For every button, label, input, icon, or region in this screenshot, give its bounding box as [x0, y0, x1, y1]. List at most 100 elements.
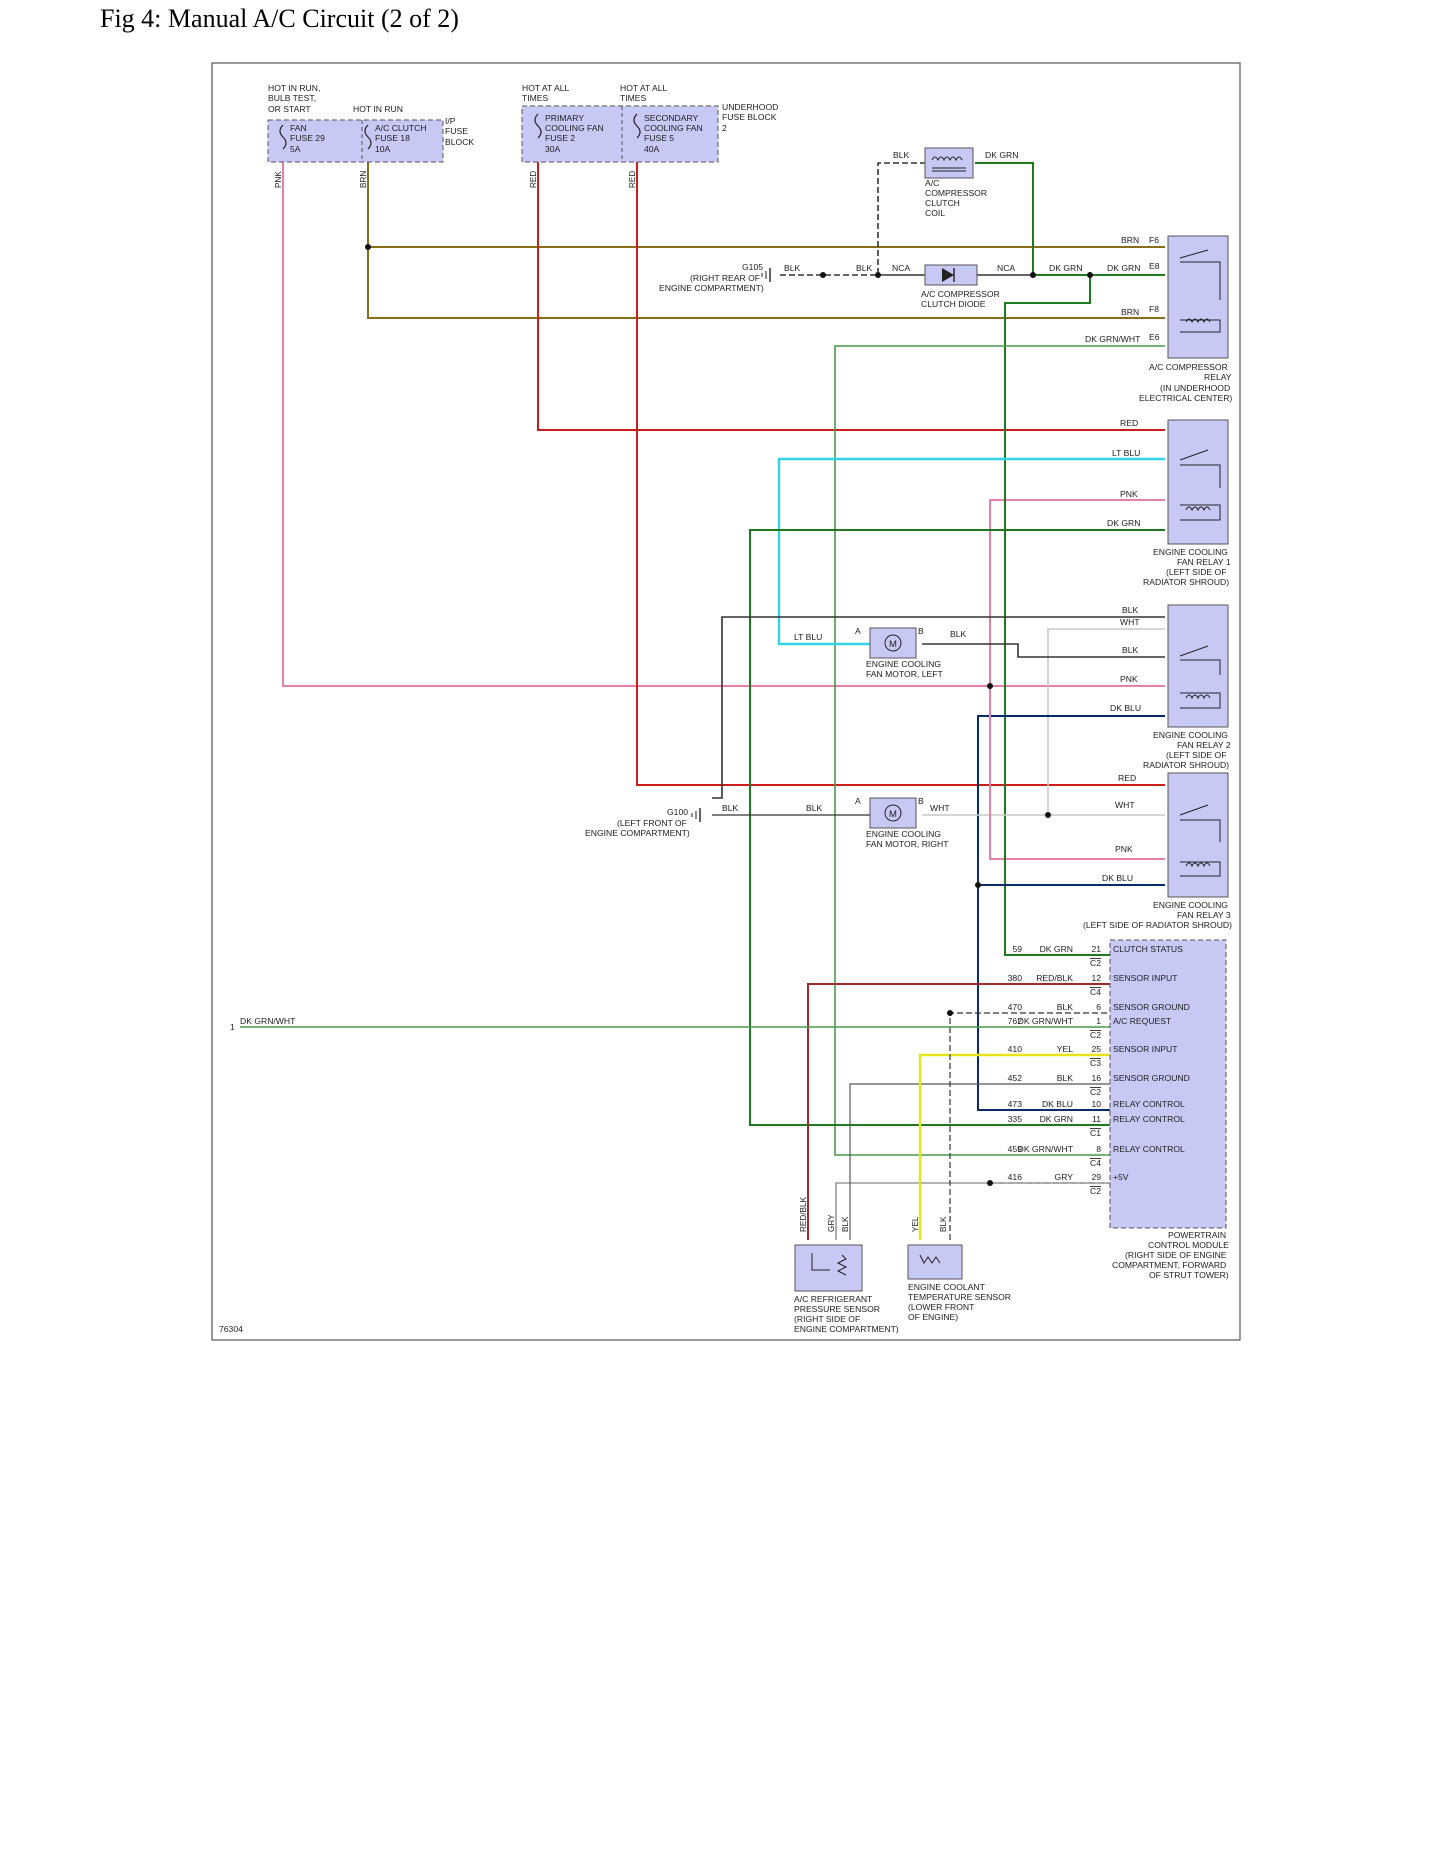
label-r3-wht: WHT: [1115, 800, 1135, 810]
relay3-label-1: ENGINE COOLING: [1153, 900, 1228, 910]
clutch-label-1: A/C: [925, 178, 939, 188]
pcm-pin-4: 25: [1091, 1044, 1101, 1054]
label-dkgrn-e8: DK GRN: [1107, 263, 1140, 273]
fuse29-symbol: [279, 124, 287, 150]
ground-g105: G105 (RIGHT REAR OF ENGINE COMPARTMENT): [659, 262, 771, 293]
coolant-label-4: OF ENGINE): [908, 1312, 958, 1322]
relay1-label-1: ENGINE COOLING: [1153, 547, 1228, 557]
pcm-function-9: +5V: [1113, 1172, 1129, 1182]
pcm-circuit-4: 410: [1008, 1044, 1023, 1054]
fuse2-line-3: FUSE 2: [545, 133, 575, 143]
fuse2-line-2: COOLING FAN: [545, 123, 604, 133]
pcm-circuit-5: 452: [1008, 1073, 1023, 1083]
page-title: Fig 4: Manual A/C Circuit (2 of 2): [100, 4, 459, 33]
relay-fan-1: ENGINE COOLING FAN RELAY 1 (LEFT SIDE OF…: [1143, 419, 1231, 587]
label-blk2: BLK: [856, 263, 873, 273]
pcm-pin-9: 29: [1091, 1172, 1101, 1182]
pcm-wire-color-1: RED/BLK: [1036, 973, 1073, 983]
fuse5-header-1: HOT AT ALL: [620, 83, 668, 93]
fan-motor-left: M A B ENGINE COOLING FAN MOTOR, LEFT: [855, 626, 943, 679]
ip-fuse-block: HOT IN RUN, BULB TEST, OR START HOT IN R…: [267, 83, 474, 163]
pcm-function-0: CLUTCH STATUS: [1113, 944, 1183, 954]
pcm-circuit-8: 459: [1008, 1144, 1023, 1154]
pcm-circuit-6: 473: [1008, 1099, 1023, 1109]
g105-label-3: ENGINE COMPARTMENT): [659, 283, 764, 293]
fuse5-symbol: [633, 113, 641, 139]
relay1-label-2: FAN RELAY 1: [1177, 557, 1231, 567]
svg-text:M: M: [889, 809, 897, 820]
underhood-label-3: 2: [722, 123, 727, 133]
clutch-left-wire: BLK: [893, 150, 910, 160]
label-e6: E6: [1149, 332, 1160, 342]
wire-blk-relay2-g100: [712, 616, 1165, 799]
fuse18-line-2: FUSE 18: [375, 133, 410, 143]
pressure-wire-blk: BLK: [841, 1216, 850, 1232]
coolant-wire-blk: BLK: [939, 1216, 948, 1232]
label-r1-dkgrn: DK GRN: [1107, 518, 1140, 528]
pcm-connector-0: C2: [1090, 958, 1101, 968]
label-brn-f6: BRN: [1121, 235, 1139, 245]
relay-ac-label-3: (IN UNDERHOOD: [1160, 383, 1230, 393]
pressure-label-3: (RIGHT SIDE OF: [794, 1314, 860, 1324]
pcm-function-2: SENSOR GROUND: [1113, 1002, 1190, 1012]
pcm-wire-color-9: GRY: [1055, 1172, 1074, 1182]
label-r2-wht: WHT: [1120, 617, 1140, 627]
relay2-label-1: ENGINE COOLING: [1153, 730, 1228, 740]
motor-left-pin-a: A: [855, 626, 861, 636]
label-nca1: NCA: [892, 263, 910, 273]
pcm-connector-7: C1: [1090, 1128, 1101, 1138]
wire-ltblu: [777, 457, 1165, 646]
relay1-label-4: RADIATOR SHROUD): [1143, 577, 1229, 587]
motor-right-pin-b: B: [918, 796, 924, 806]
pcm-pin-5: 16: [1091, 1073, 1101, 1083]
pcm-function-5: SENSOR GROUND: [1113, 1073, 1190, 1083]
label-f6: F6: [1149, 235, 1159, 245]
label-e8: E8: [1149, 261, 1160, 271]
label-r3-red: RED: [1118, 773, 1136, 783]
clutch-right-wire: DK GRN: [985, 150, 1018, 160]
ip-block-label-2: FUSE: [445, 126, 468, 136]
relay1-label-3: (LEFT SIDE OF: [1166, 567, 1226, 577]
relay2-label-4: RADIATOR SHROUD): [1143, 760, 1229, 770]
pcm-function-1: SENSOR INPUT: [1113, 973, 1178, 983]
wire-redblk: [807, 983, 1110, 1240]
pcm-wire-color-5: BLK: [1057, 1073, 1074, 1083]
relay3-label-3: (LEFT SIDE OF RADIATOR SHROUD): [1083, 920, 1232, 930]
clutch-label-4: COIL: [925, 208, 945, 218]
pcm-wire-color-7: DK GRN: [1040, 1114, 1073, 1124]
wire-dkgrn-clutch-status: [1004, 275, 1110, 956]
wire-pnk-relay1: [989, 499, 1165, 686]
pcm-circuit-2: 470: [1008, 1002, 1023, 1012]
ip-block-label-1: I/P: [445, 116, 456, 126]
figure-number: 76304: [219, 1324, 243, 1334]
wire-blk-pressure: [849, 1083, 1110, 1240]
fuse29-header-3: OR START: [268, 104, 311, 114]
coolant-temp-sensor: YEL BLK ENGINE COOLANT TEMPERATURE SENSO…: [907, 1216, 1011, 1322]
wires: [240, 162, 1165, 1240]
relay2-label-2: FAN RELAY 2: [1177, 740, 1231, 750]
pressure-label-4: ENGINE COMPARTMENT): [794, 1324, 899, 1334]
pcm-label-4: COMPARTMENT, FORWARD: [1112, 1260, 1226, 1270]
label-mr-blk2: BLK: [806, 803, 823, 813]
pressure-wire-redblk: RED/BLK: [799, 1196, 808, 1232]
label-g105-blk: BLK: [784, 263, 801, 273]
fuse29-line-3: 5A: [290, 144, 301, 154]
pcm-wire-color-3: DK GRN/WHT: [1018, 1016, 1074, 1026]
pcm-wire-color-2: BLK: [1057, 1002, 1074, 1012]
pcm-pin-2: 6: [1096, 1002, 1101, 1012]
pcm-wire-color-4: YEL: [1057, 1044, 1073, 1054]
wire-dkgrnwht-e6: [834, 345, 1165, 1156]
label-v-red2: RED: [628, 171, 637, 188]
g105-label-2: (RIGHT REAR OF: [690, 273, 760, 283]
relay-fan-2: ENGINE COOLING FAN RELAY 2 (LEFT SIDE OF…: [1143, 604, 1231, 770]
wire-brn-acclutch: [367, 162, 1165, 319]
fuse29-header-2: BULB TEST,: [268, 93, 316, 103]
clutch-label-3: CLUTCH: [925, 198, 960, 208]
underhood-fuse-block: HOT AT ALL TIMES HOT AT ALL TIMES PRIMAR…: [521, 83, 778, 163]
relay-ac-label-1: A/C COMPRESSOR: [1149, 362, 1228, 372]
pcm-connector-3: C2: [1090, 1030, 1101, 1040]
fuse29-line-1: FAN: [290, 123, 307, 133]
coolant-label-2: TEMPERATURE SENSOR: [908, 1292, 1011, 1302]
powertrain-control-module: POWERTRAIN CONTROL MODULE (RIGHT SIDE OF…: [1109, 939, 1229, 1280]
